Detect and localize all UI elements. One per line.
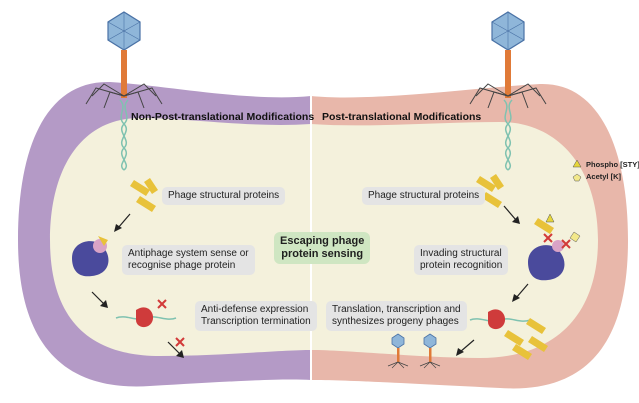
left-block-cross-icon [157,299,185,347]
right-rna-translation-icon [469,309,531,330]
right-sensor-protein-icon [528,213,581,281]
center-label: Escaping phage protein sensing [274,232,371,264]
left-phage-tail-fibers [85,83,163,109]
right-step-3-label: Translation, transcription and synthesiz… [326,301,467,331]
right-structural-proteins-icon [476,174,504,208]
left-arrow-1 [117,213,131,229]
left-sensor-protein-icon [72,236,109,277]
right-arrow-3 [459,339,475,353]
right-phage-tail [505,50,511,98]
progeny-phage-icon [387,333,441,369]
phospho-legend-icon [572,159,582,168]
legend-phospho-label: Phospho [STY] [586,160,639,169]
right-block-cross-icon [543,233,571,249]
left-step-3-label: Anti-defense expression Transcription te… [195,301,317,331]
right-arrow-2 [515,283,529,299]
left-arrow-2 [91,291,105,305]
legend-acetyl-label: Acetyl [K] [586,172,622,181]
left-phage-capsid-facets [107,12,141,50]
left-structural-proteins-icon [130,178,158,212]
left-rna-transcription-icon [115,307,177,328]
left-header: Non-Post-translational Modifications [131,111,315,123]
right-phage-tail-fibers [469,83,547,109]
left-phage-tail [121,50,127,98]
left-step-1-label: Phage structural proteins [162,187,286,205]
right-new-proteins-icon [504,318,548,360]
right-header: Post-translational Modifications [322,111,482,123]
right-phage [469,11,547,171]
left-step-2-label: Antiphage system sense or recognise phag… [122,245,255,275]
right-arrow-1 [503,205,517,221]
right-step-2-label: Invading structural protein recognition [414,245,509,275]
left-arrow-3 [167,341,181,355]
right-step-1-label: Phage structural proteins [362,187,486,205]
left-phage [85,11,163,171]
acetyl-legend-icon [572,173,582,182]
